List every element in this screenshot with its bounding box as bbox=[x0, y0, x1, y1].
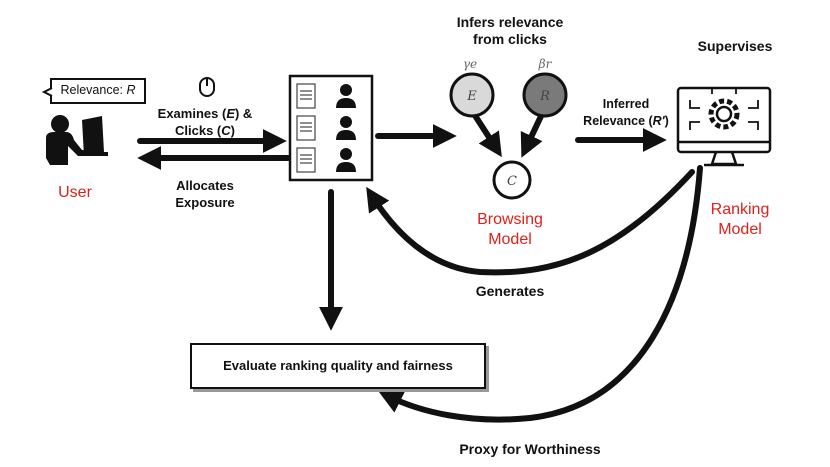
browsing-label-line1: Browsing bbox=[477, 211, 543, 228]
examines-label: Examines (E) & Clicks (C) bbox=[150, 105, 260, 139]
examines-end: ) & bbox=[234, 106, 253, 121]
param-beta: βr bbox=[538, 57, 553, 71]
r-to-c-edge bbox=[520, 111, 545, 158]
speech-var: R bbox=[126, 83, 136, 97]
examines-text: Examines ( bbox=[157, 106, 227, 121]
ranking-model-label: Ranking Model bbox=[700, 200, 780, 240]
allocates-line2: Exposure bbox=[175, 195, 235, 210]
browsing-title-line2: from clicks bbox=[473, 31, 547, 47]
mouse-icon bbox=[199, 77, 215, 97]
node-r-label: R bbox=[539, 89, 550, 104]
ranking-model-monitor-icon bbox=[676, 86, 772, 167]
inferred-line1: Inferred bbox=[602, 97, 650, 111]
user-at-laptop-icon bbox=[46, 115, 108, 165]
inferred-text: Relevance ( bbox=[583, 114, 653, 128]
ranking-label-line1: Ranking bbox=[710, 201, 770, 218]
clicks-end: ) bbox=[230, 123, 235, 138]
inferred-var: R' bbox=[652, 114, 665, 128]
browsing-model-graph: E R C γe βr bbox=[449, 57, 568, 200]
allocates-line1: Allocates bbox=[176, 178, 234, 193]
node-e bbox=[449, 72, 495, 118]
node-e-label: E bbox=[466, 89, 477, 104]
supervises-label: Supervises bbox=[697, 38, 773, 54]
proxy-label: Proxy for Worthiness bbox=[459, 441, 601, 457]
examines-var: E bbox=[226, 106, 235, 121]
e-to-c-edge bbox=[471, 111, 502, 158]
browsing-model-label: Browsing Model bbox=[465, 210, 555, 250]
speech-tail bbox=[42, 87, 53, 97]
user-label: User bbox=[58, 184, 92, 201]
ranking-label-line2: Model bbox=[718, 221, 762, 238]
allocates-label: Allocates Exposure bbox=[160, 177, 250, 211]
proxy-arrow bbox=[378, 165, 703, 423]
evaluate-box: Evaluate ranking quality and fairness bbox=[190, 343, 486, 389]
param-gamma: γe bbox=[463, 57, 477, 71]
inferred-end: ) bbox=[664, 114, 669, 128]
relevance-speech-bubble: Relevance: R bbox=[50, 78, 146, 104]
browsing-label-line2: Model bbox=[488, 231, 532, 248]
clicks-var: C bbox=[221, 123, 231, 138]
node-c-label: C bbox=[507, 174, 517, 189]
node-r bbox=[522, 72, 568, 118]
generates-arrow bbox=[366, 169, 695, 276]
browsing-title-line1: Infers relevance bbox=[456, 14, 564, 30]
speech-text: Relevance: bbox=[60, 83, 127, 97]
ranked-list-box bbox=[288, 74, 374, 182]
node-c bbox=[492, 160, 532, 200]
generates-label: Generates bbox=[475, 283, 545, 299]
browsing-title: Infers relevance from clicks bbox=[450, 14, 570, 48]
clicks-text: Clicks ( bbox=[175, 123, 222, 138]
inferred-label: Inferred Relevance (R') bbox=[576, 96, 676, 130]
